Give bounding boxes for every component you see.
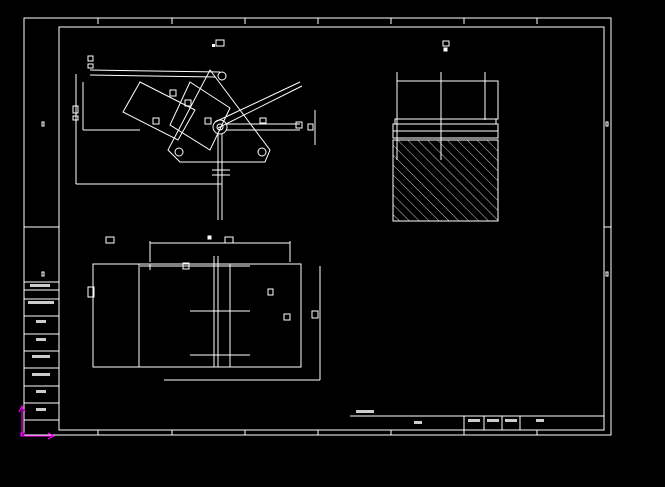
frame-ticks xyxy=(24,18,611,435)
view-plan xyxy=(87,235,321,381)
ucs-axis-icon xyxy=(18,404,56,440)
view-front-bracket xyxy=(72,55,316,220)
bottom-titleblock-labels xyxy=(356,410,544,424)
hatch-region xyxy=(393,140,498,221)
left-titleblock-labels xyxy=(28,284,54,411)
outer-frame xyxy=(23,17,612,436)
bottom-titleblock xyxy=(350,415,604,430)
view-front-labels xyxy=(212,39,225,47)
inner-frame xyxy=(58,26,605,431)
left-titleblock xyxy=(24,281,59,421)
